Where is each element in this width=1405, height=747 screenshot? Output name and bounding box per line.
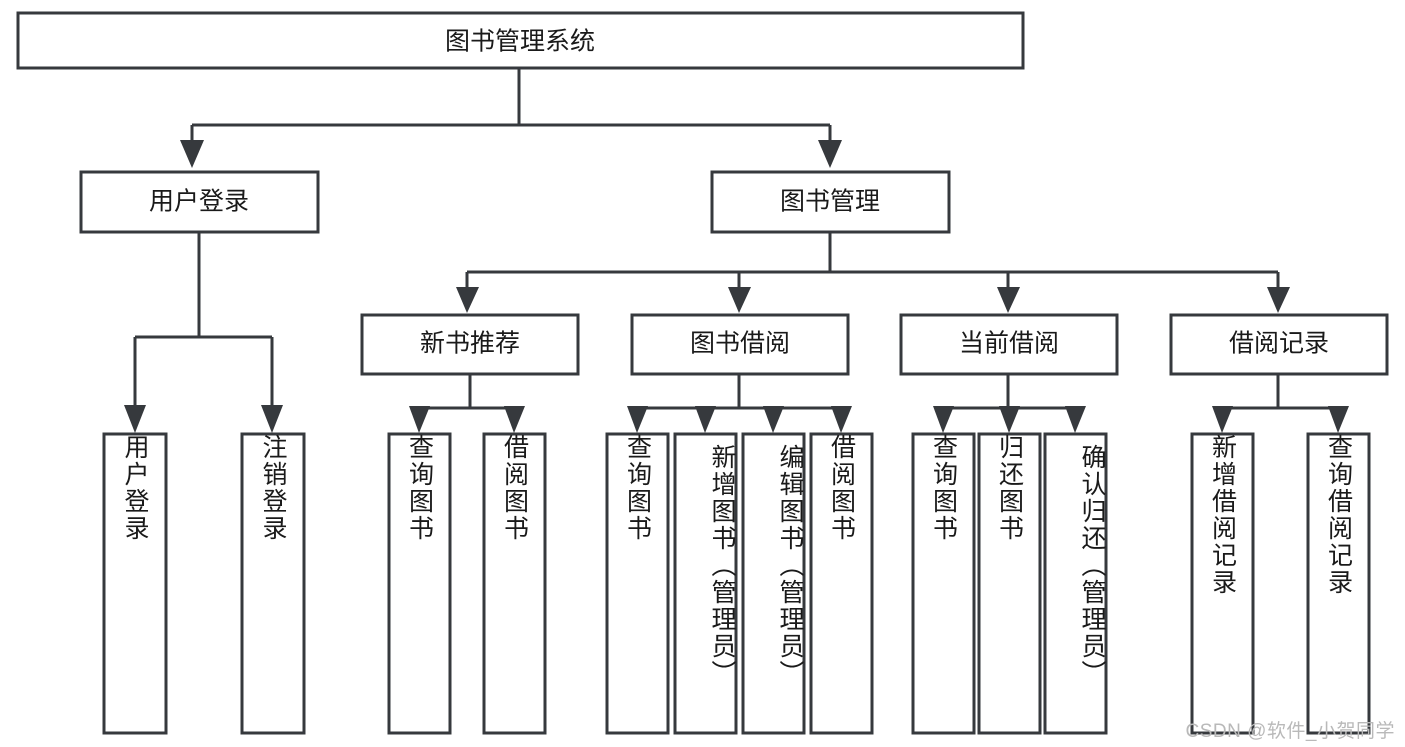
arrowhead-group	[124, 140, 1349, 433]
arrow-current-leaf2	[999, 406, 1020, 433]
node-new-book-recommend-label: 新书推荐	[420, 330, 520, 358]
arrow-borrow-leaf4	[831, 406, 852, 433]
node-user-login[interactable]: 用户登录	[79, 170, 320, 234]
arrow-current-leaf3	[1065, 406, 1086, 433]
node-borrow-record-label: 借阅记录	[1229, 330, 1329, 358]
leaf-current-query-book-rect[interactable]	[911, 432, 976, 735]
node-borrow-record[interactable]: 借阅记录	[1169, 313, 1389, 376]
node-book-borrow[interactable]: 图书借阅	[630, 313, 850, 376]
node-current-borrow-label: 当前借阅	[959, 330, 1059, 358]
leaf-current-return-book-rect[interactable]	[977, 432, 1042, 735]
node-book-management[interactable]: 图书管理	[710, 170, 951, 234]
arrow-borrow-leaf1	[627, 406, 648, 433]
arrow-to-borrow	[728, 287, 751, 313]
leaf-borrow-add-book-rect[interactable]	[673, 432, 738, 735]
leaf-borrow-edit-book-rect[interactable]	[741, 432, 806, 735]
arrow-record-leaf1	[1212, 406, 1233, 433]
leaf-borrow-borrow-book-rect[interactable]	[809, 432, 874, 735]
leaf-logout-rect[interactable]	[240, 432, 306, 735]
arrow-borrow-leaf3	[763, 406, 784, 433]
node-user-login-label: 用户登录	[149, 188, 249, 216]
arrow-recommend-leaf1	[409, 406, 430, 433]
node-new-book-recommend[interactable]: 新书推荐	[360, 313, 580, 376]
node-current-borrow-rect[interactable]	[899, 313, 1119, 376]
node-borrow-record-rect[interactable]	[1169, 313, 1389, 376]
arrow-to-record	[1267, 287, 1290, 313]
arrow-to-book-mgmt	[818, 140, 842, 168]
node-user-login-rect[interactable]	[79, 170, 320, 234]
leaf-recommend-query-book-rect[interactable]	[387, 432, 452, 735]
leaf-borrow-query-book-rect[interactable]	[605, 432, 670, 735]
leaf-user-login-rect[interactable]	[102, 432, 168, 735]
arrow-recommend-leaf2	[504, 406, 525, 433]
leaf-box-group	[102, 432, 1371, 735]
node-root-rect[interactable]	[16, 11, 1025, 70]
leaf-recommend-borrow-book-rect[interactable]	[482, 432, 547, 735]
arrow-to-recommend	[456, 287, 479, 313]
arrow-to-leaf-logout	[261, 405, 283, 433]
node-current-borrow[interactable]: 当前借阅	[899, 313, 1119, 376]
arrow-record-leaf2	[1328, 406, 1349, 433]
node-root-label: 图书管理系统	[445, 28, 595, 56]
node-book-borrow-label: 图书借阅	[690, 330, 790, 358]
leaf-record-add-rect[interactable]	[1190, 432, 1255, 735]
arrow-to-current	[997, 287, 1020, 313]
watermark-text: CSDN @软件_小贺同学	[1185, 721, 1395, 742]
node-book-management-label: 图书管理	[780, 188, 880, 216]
node-book-management-rect[interactable]	[710, 170, 951, 234]
arrow-current-leaf1	[933, 406, 954, 433]
arrow-to-leaf-user-login	[124, 405, 146, 433]
node-new-book-recommend-rect[interactable]	[360, 313, 580, 376]
leaf-record-query-rect[interactable]	[1306, 432, 1371, 735]
node-root[interactable]: 图书管理系统	[16, 11, 1025, 70]
arrow-to-user-login	[180, 140, 204, 168]
leaf-current-confirm-return-rect[interactable]	[1043, 432, 1108, 735]
arrow-borrow-leaf2	[695, 406, 716, 433]
node-book-borrow-rect[interactable]	[630, 313, 850, 376]
